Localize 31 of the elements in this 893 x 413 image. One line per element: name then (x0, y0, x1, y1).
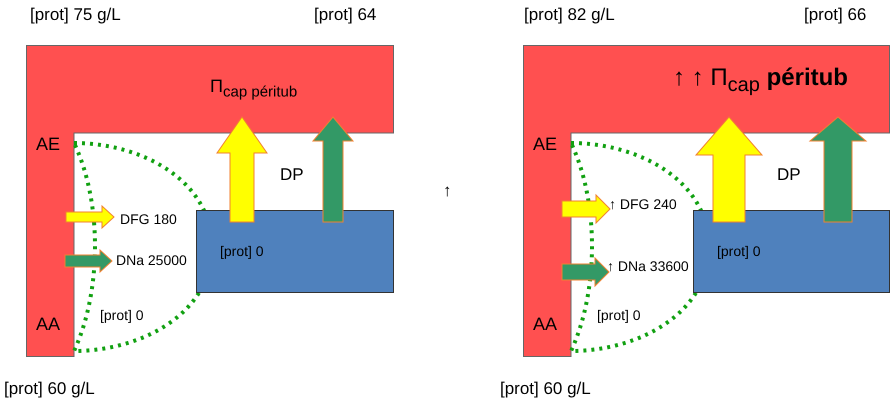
flow-arrow (64, 248, 113, 274)
flow-arrow (312, 116, 354, 222)
concentration-label: [prot] 75 g/L (30, 6, 121, 25)
vessel-label: AE (36, 135, 60, 155)
pressure-label: DP (280, 166, 304, 185)
concentration-label: [prot] 0 (100, 308, 144, 324)
pressure-label: ↑ ↑ Π$_{cap}$ péritub (673, 65, 848, 96)
concentration-label: [prot] 0 (717, 244, 761, 260)
concentration-label: [prot] 0 (597, 308, 641, 324)
increase-label: ↑ (443, 182, 452, 201)
pressure-label: DP (777, 166, 801, 185)
concentration-label: [prot] 82 g/L (524, 6, 615, 25)
flow-label: DNa 25000 (116, 253, 187, 268)
flow-arrow (694, 116, 764, 222)
flow-label: ↑ DNa 33600 (607, 259, 689, 274)
concentration-label: [prot] 64 (314, 6, 376, 25)
flow-arrow (66, 204, 115, 230)
flow-label: DFG 180 (120, 212, 177, 228)
flow-label: ↑ DFG 240 (609, 197, 677, 212)
vessel-label: AA (36, 315, 60, 335)
flow-arrow (562, 194, 611, 224)
flow-arrow (808, 116, 868, 222)
vessel-label: AA (533, 315, 558, 335)
flow-arrow (216, 116, 268, 222)
concentration-label: [prot] 66 (804, 6, 866, 25)
concentration-label: [prot] 60 g/L (500, 380, 591, 399)
concentration-label: [prot] 0 (220, 244, 264, 260)
pressure-label: Π$_{cap péritub}$ (210, 77, 298, 102)
concentration-label: [prot] 60 g/L (4, 380, 95, 399)
flow-arrow (562, 256, 610, 288)
vessel-label: AE (533, 135, 558, 155)
